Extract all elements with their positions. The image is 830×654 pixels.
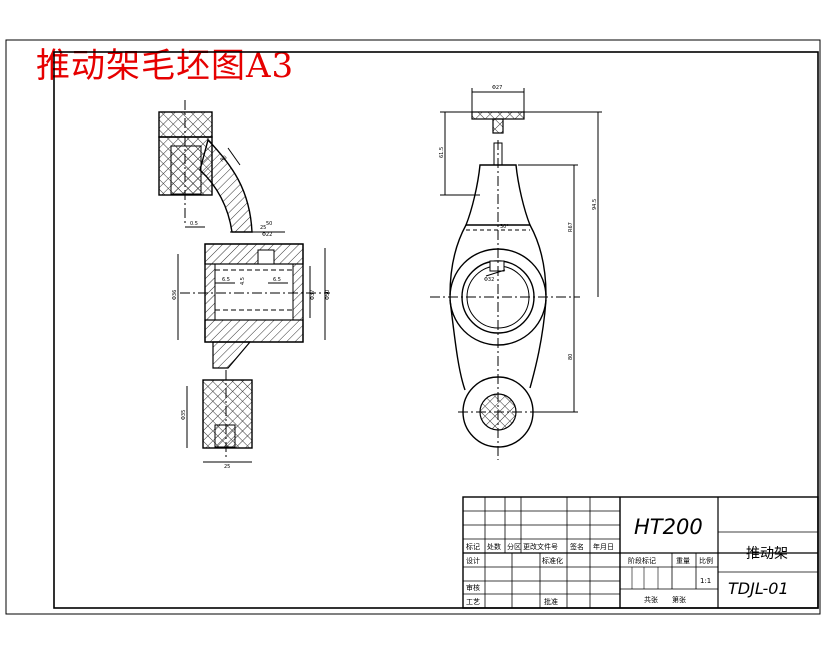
label-count: 处数 xyxy=(487,542,501,551)
dim-right-30deg: 30° xyxy=(500,224,509,230)
label-change-doc: 更改文件号 xyxy=(523,542,558,551)
title-block xyxy=(462,496,819,609)
label-ratio: 比例 xyxy=(699,556,713,565)
material-label: HT200 xyxy=(634,515,703,539)
dim-left-phi36: Φ36 xyxy=(172,290,178,300)
outer-frame xyxy=(5,39,821,615)
label-design: 设计 xyxy=(466,556,480,565)
part-name: 推动架 xyxy=(746,546,788,562)
left-view-dimensions: R6 Φ22 6.5 4.5 6.5 Φ36 Φ37 Φ50 25 Φ35 25… xyxy=(172,155,331,470)
label-standardize: 标准化 xyxy=(542,556,563,565)
label-signature: 签名 xyxy=(570,542,584,551)
scale-value: 1:1 xyxy=(700,577,711,585)
left-section-view xyxy=(158,100,330,463)
title-block-text: HT200 推动架 TDJL-01 1:1 标记 处数 分区 更改文件号 签名 … xyxy=(466,515,789,606)
dim-left-4-5: 4.5 xyxy=(240,277,246,285)
dim-left-r6: R6 xyxy=(219,155,228,164)
dim-left-0-5: 0.5 xyxy=(190,221,198,227)
dim-left-6-5b: 6.5 xyxy=(273,277,281,283)
drawing-number: TDJL-01 xyxy=(728,579,789,598)
label-mark: 标记 xyxy=(466,542,480,551)
dim-left-phi22: Φ22 xyxy=(262,232,272,238)
label-date: 年月日 xyxy=(593,542,614,551)
label-zone: 分区 xyxy=(507,542,521,551)
inner-border xyxy=(53,51,819,609)
label-process: 工艺 xyxy=(466,598,480,606)
label-approve: 批准 xyxy=(544,597,558,606)
label-stage-mark: 阶段标记 xyxy=(628,556,656,565)
dim-left-25b: 25 xyxy=(224,464,230,470)
dim-left-50: 50 xyxy=(266,221,272,227)
dim-right-phi32: Φ32 xyxy=(484,277,494,283)
label-total-sheets: 共张 xyxy=(644,595,658,604)
dim-right-94-5: 94.5 xyxy=(592,199,598,210)
dim-left-25: 25 xyxy=(260,225,266,231)
right-view-dimensions: Φ27 61.5 30° 94.5 R67 Φ32 80 xyxy=(439,85,598,360)
dim-left-6-5a: 6.5 xyxy=(222,277,230,283)
dim-right-80: 80 xyxy=(568,354,574,360)
dim-right-r67: R67 xyxy=(568,222,574,232)
dim-left-phi37: Φ37 xyxy=(310,290,316,300)
right-front-view xyxy=(430,88,602,460)
label-sheet-no: 第张 xyxy=(672,595,686,604)
dim-left-phi35: Φ35 xyxy=(181,410,187,420)
label-weight: 重量 xyxy=(676,557,690,565)
dim-right-61-5: 61.5 xyxy=(439,147,445,158)
label-review: 审核 xyxy=(466,583,480,592)
dim-left-phi50: Φ50 xyxy=(325,290,331,300)
dim-right-phi27: Φ27 xyxy=(492,85,502,91)
